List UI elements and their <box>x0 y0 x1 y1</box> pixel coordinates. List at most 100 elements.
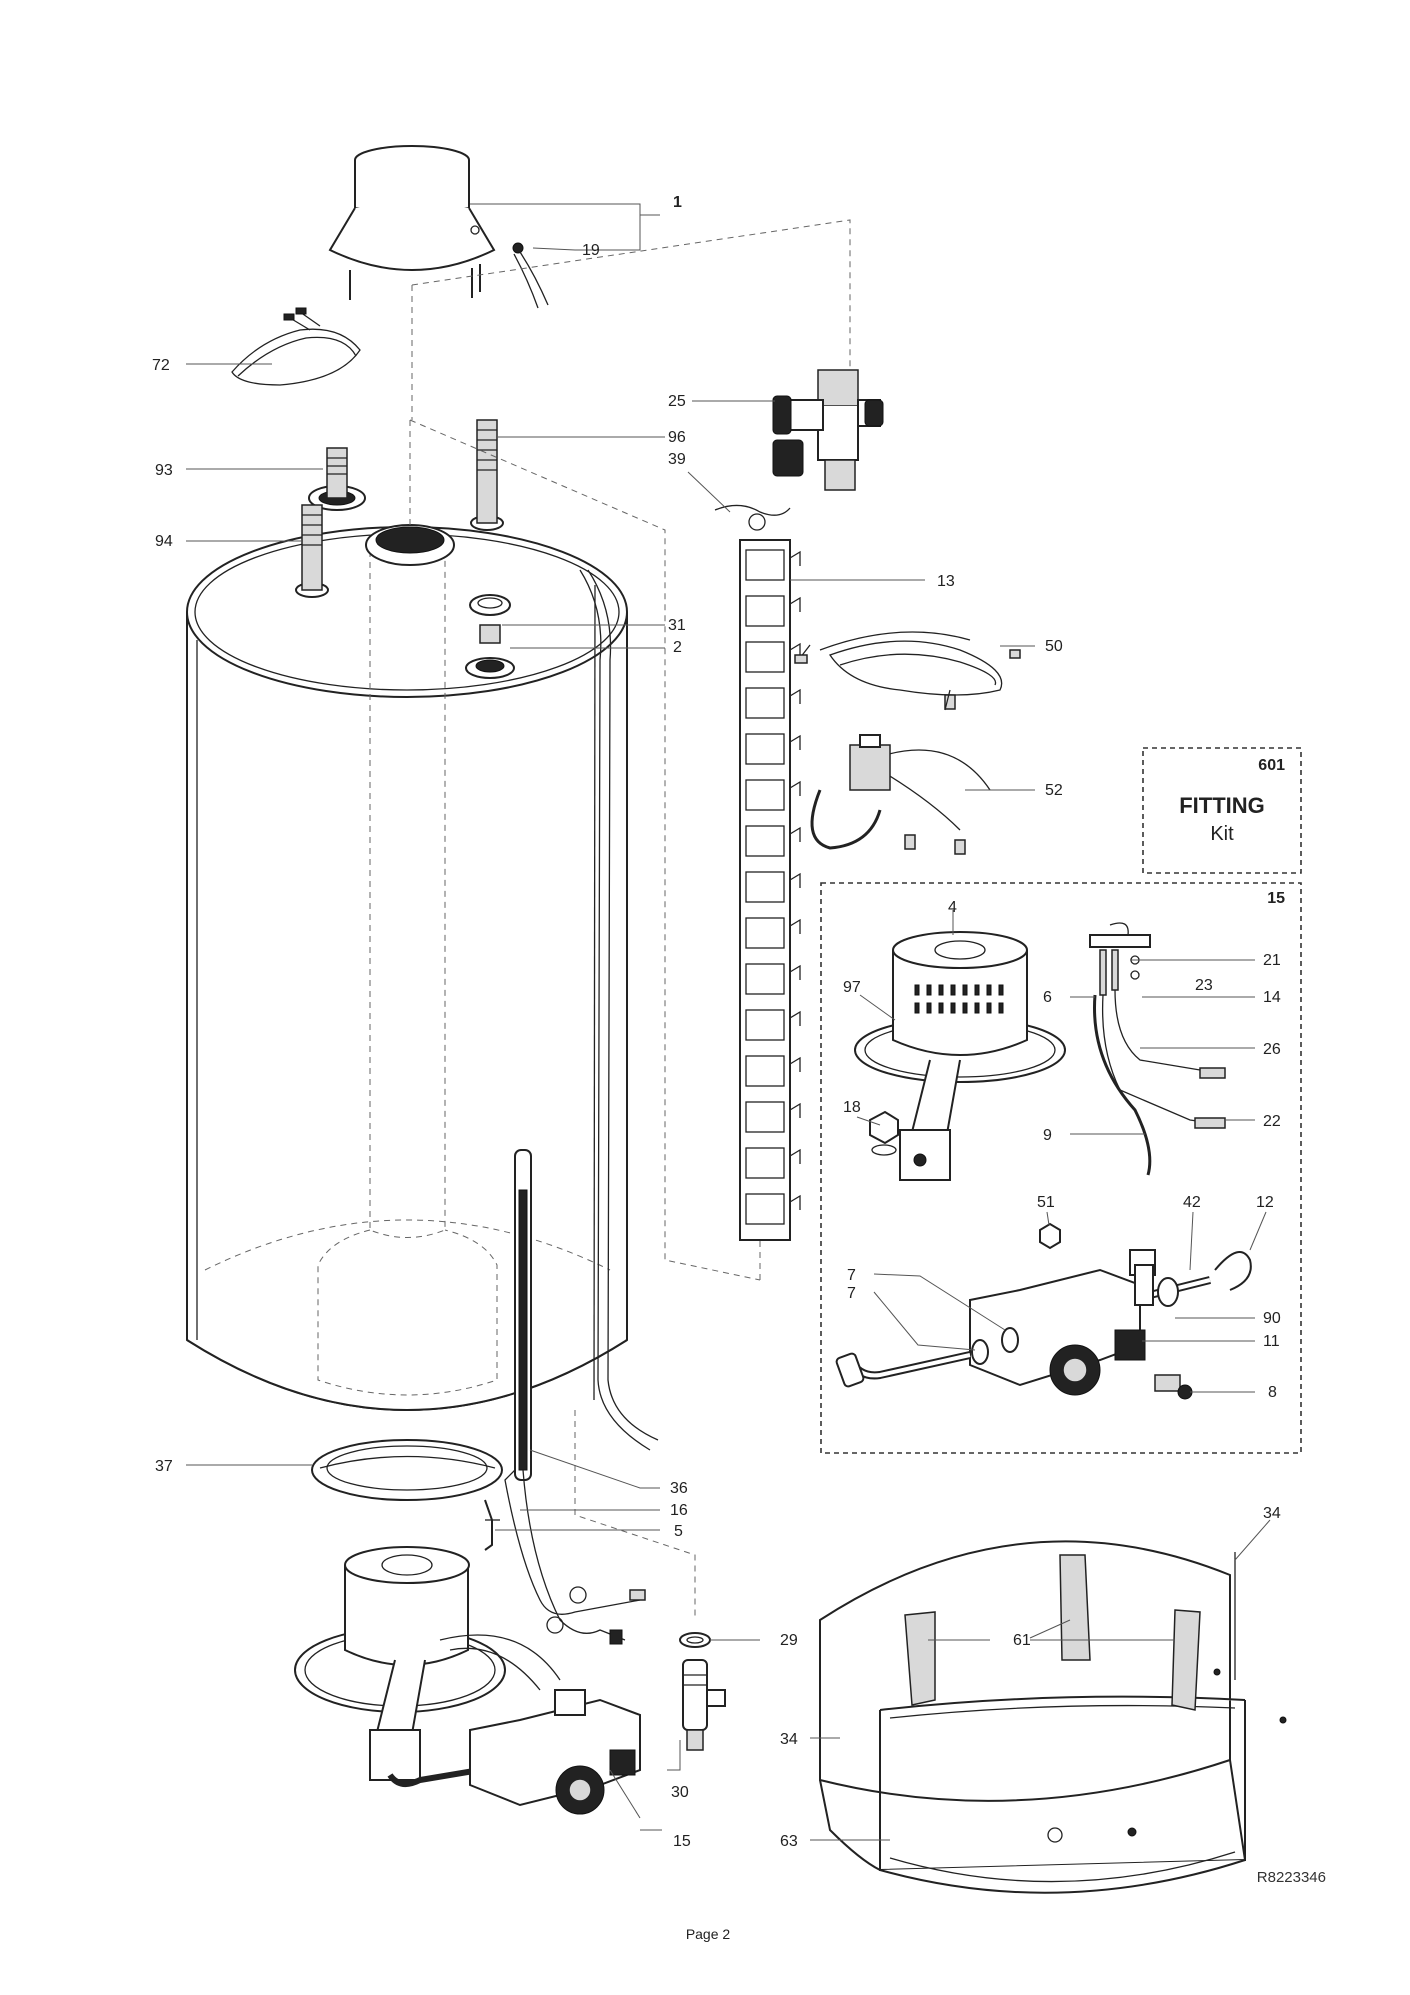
callout-97: 97 <box>843 979 861 996</box>
callout-34-top: 34 <box>1263 1505 1281 1522</box>
base-skirt-34-part <box>819 1540 1287 1894</box>
callout-37: 37 <box>155 1458 173 1475</box>
callout-93: 93 <box>155 462 173 479</box>
callout-7a: 7 <box>847 1267 856 1284</box>
callout-19: 19 <box>582 242 600 259</box>
burner-port <box>914 1002 920 1014</box>
callout-63: 63 <box>780 1833 798 1850</box>
callout-18: 18 <box>843 1099 861 1116</box>
fitting-kit-box: 601 FITTING Kit <box>1142 747 1302 874</box>
callout-14: 14 <box>1263 989 1281 1006</box>
baffle-slot <box>745 1147 785 1179</box>
gasket-37-part <box>311 1439 503 1501</box>
reference-code: R8223346 <box>1257 1869 1326 1886</box>
valve-25-part <box>772 369 884 491</box>
burner-port <box>914 984 920 996</box>
burner-port <box>938 1002 944 1014</box>
callout-39: 39 <box>668 451 686 468</box>
callout-8: 8 <box>1268 1384 1277 1401</box>
baffle-tab <box>789 1148 801 1164</box>
baffle-tab <box>789 1194 801 1210</box>
callout-4: 4 <box>948 899 957 916</box>
burner-port <box>950 1002 956 1014</box>
callout-12: 12 <box>1256 1194 1274 1211</box>
callout-96: 96 <box>668 429 686 446</box>
callout-15-box: 15 <box>1267 890 1285 907</box>
callout-26: 26 <box>1263 1041 1281 1058</box>
baffle-tab <box>789 550 801 566</box>
flue-baffle-part <box>714 504 801 1241</box>
baffle-tab <box>789 780 801 796</box>
burner-port <box>962 984 968 996</box>
water-tank-part <box>186 419 659 1481</box>
baffle-slot <box>745 963 785 995</box>
burner-port <box>998 984 1004 996</box>
baffle-slot <box>745 917 785 949</box>
callout-22: 22 <box>1263 1113 1281 1130</box>
baffle-tab <box>789 642 801 658</box>
burner-assembly-box <box>820 882 1302 1454</box>
callout-6: 6 <box>1043 989 1052 1006</box>
callout-51: 51 <box>1037 1194 1055 1211</box>
burner-assembly-15-part <box>294 1546 641 1815</box>
page-number: Page 2 <box>686 1926 731 1942</box>
baffle-slot <box>745 779 785 811</box>
baffle-slot <box>745 1101 785 1133</box>
callout-16: 16 <box>670 1502 688 1519</box>
baffle-tab <box>789 1056 801 1072</box>
baffle-tab <box>789 734 801 750</box>
callout-11: 11 <box>1263 1333 1280 1350</box>
thermocouple-wire-part <box>231 307 361 386</box>
kit-title: FITTING <box>1179 793 1265 818</box>
burner-port <box>926 1002 932 1014</box>
callout-5: 5 <box>674 1523 683 1540</box>
callout-labels: 1 19 72 25 96 39 93 94 13 31 2 50 52 15 … <box>152 194 1285 1850</box>
burner-port <box>974 1002 980 1014</box>
kit-subtitle: Kit <box>1210 823 1234 845</box>
baffle-tab <box>789 596 801 612</box>
callout-90: 90 <box>1263 1310 1281 1327</box>
burner-port <box>998 1002 1004 1014</box>
callout-13: 13 <box>937 573 955 590</box>
baffle-tab <box>789 826 801 842</box>
callout-23: 23 <box>1195 977 1213 994</box>
fitting-96 <box>470 419 504 531</box>
wire-harness-52-part <box>810 734 991 855</box>
callout-50: 50 <box>1045 638 1063 655</box>
baffle-tab <box>789 918 801 934</box>
baffle-slot <box>745 595 785 627</box>
callout-94: 94 <box>155 533 173 550</box>
callout-72: 72 <box>152 357 170 374</box>
burner-port <box>950 984 956 996</box>
callout-36: 36 <box>670 1480 688 1497</box>
callout-30: 30 <box>671 1784 689 1801</box>
callout-31: 31 <box>668 617 686 634</box>
baffle-tab <box>789 1010 801 1026</box>
baffle-tab <box>789 872 801 888</box>
burner-port <box>926 984 932 996</box>
drain-valve-30-part <box>679 1632 726 1751</box>
callout-2: 2 <box>673 639 682 656</box>
callout-42: 42 <box>1183 1194 1201 1211</box>
burner-port <box>986 984 992 996</box>
fitting-93 <box>308 447 366 511</box>
kit-number: 601 <box>1258 757 1285 774</box>
baffle-slot <box>745 549 785 581</box>
burner-port <box>938 984 944 996</box>
callout-1: 1 <box>673 194 682 211</box>
baffle-slot <box>745 687 785 719</box>
baffle-slot <box>745 1055 785 1087</box>
baffle-slot <box>745 1193 785 1225</box>
callout-52: 52 <box>1045 782 1063 799</box>
callout-34-bottom: 34 <box>780 1731 798 1748</box>
baffle-tab <box>789 964 801 980</box>
callout-7b: 7 <box>847 1285 856 1302</box>
control-wires <box>484 1469 646 1645</box>
fitting-94 <box>295 504 329 598</box>
baffle-slot <box>745 825 785 857</box>
baffle-slot <box>745 1009 785 1041</box>
burner-port <box>974 984 980 996</box>
baffle-tab <box>789 1102 801 1118</box>
burner-port <box>986 1002 992 1014</box>
